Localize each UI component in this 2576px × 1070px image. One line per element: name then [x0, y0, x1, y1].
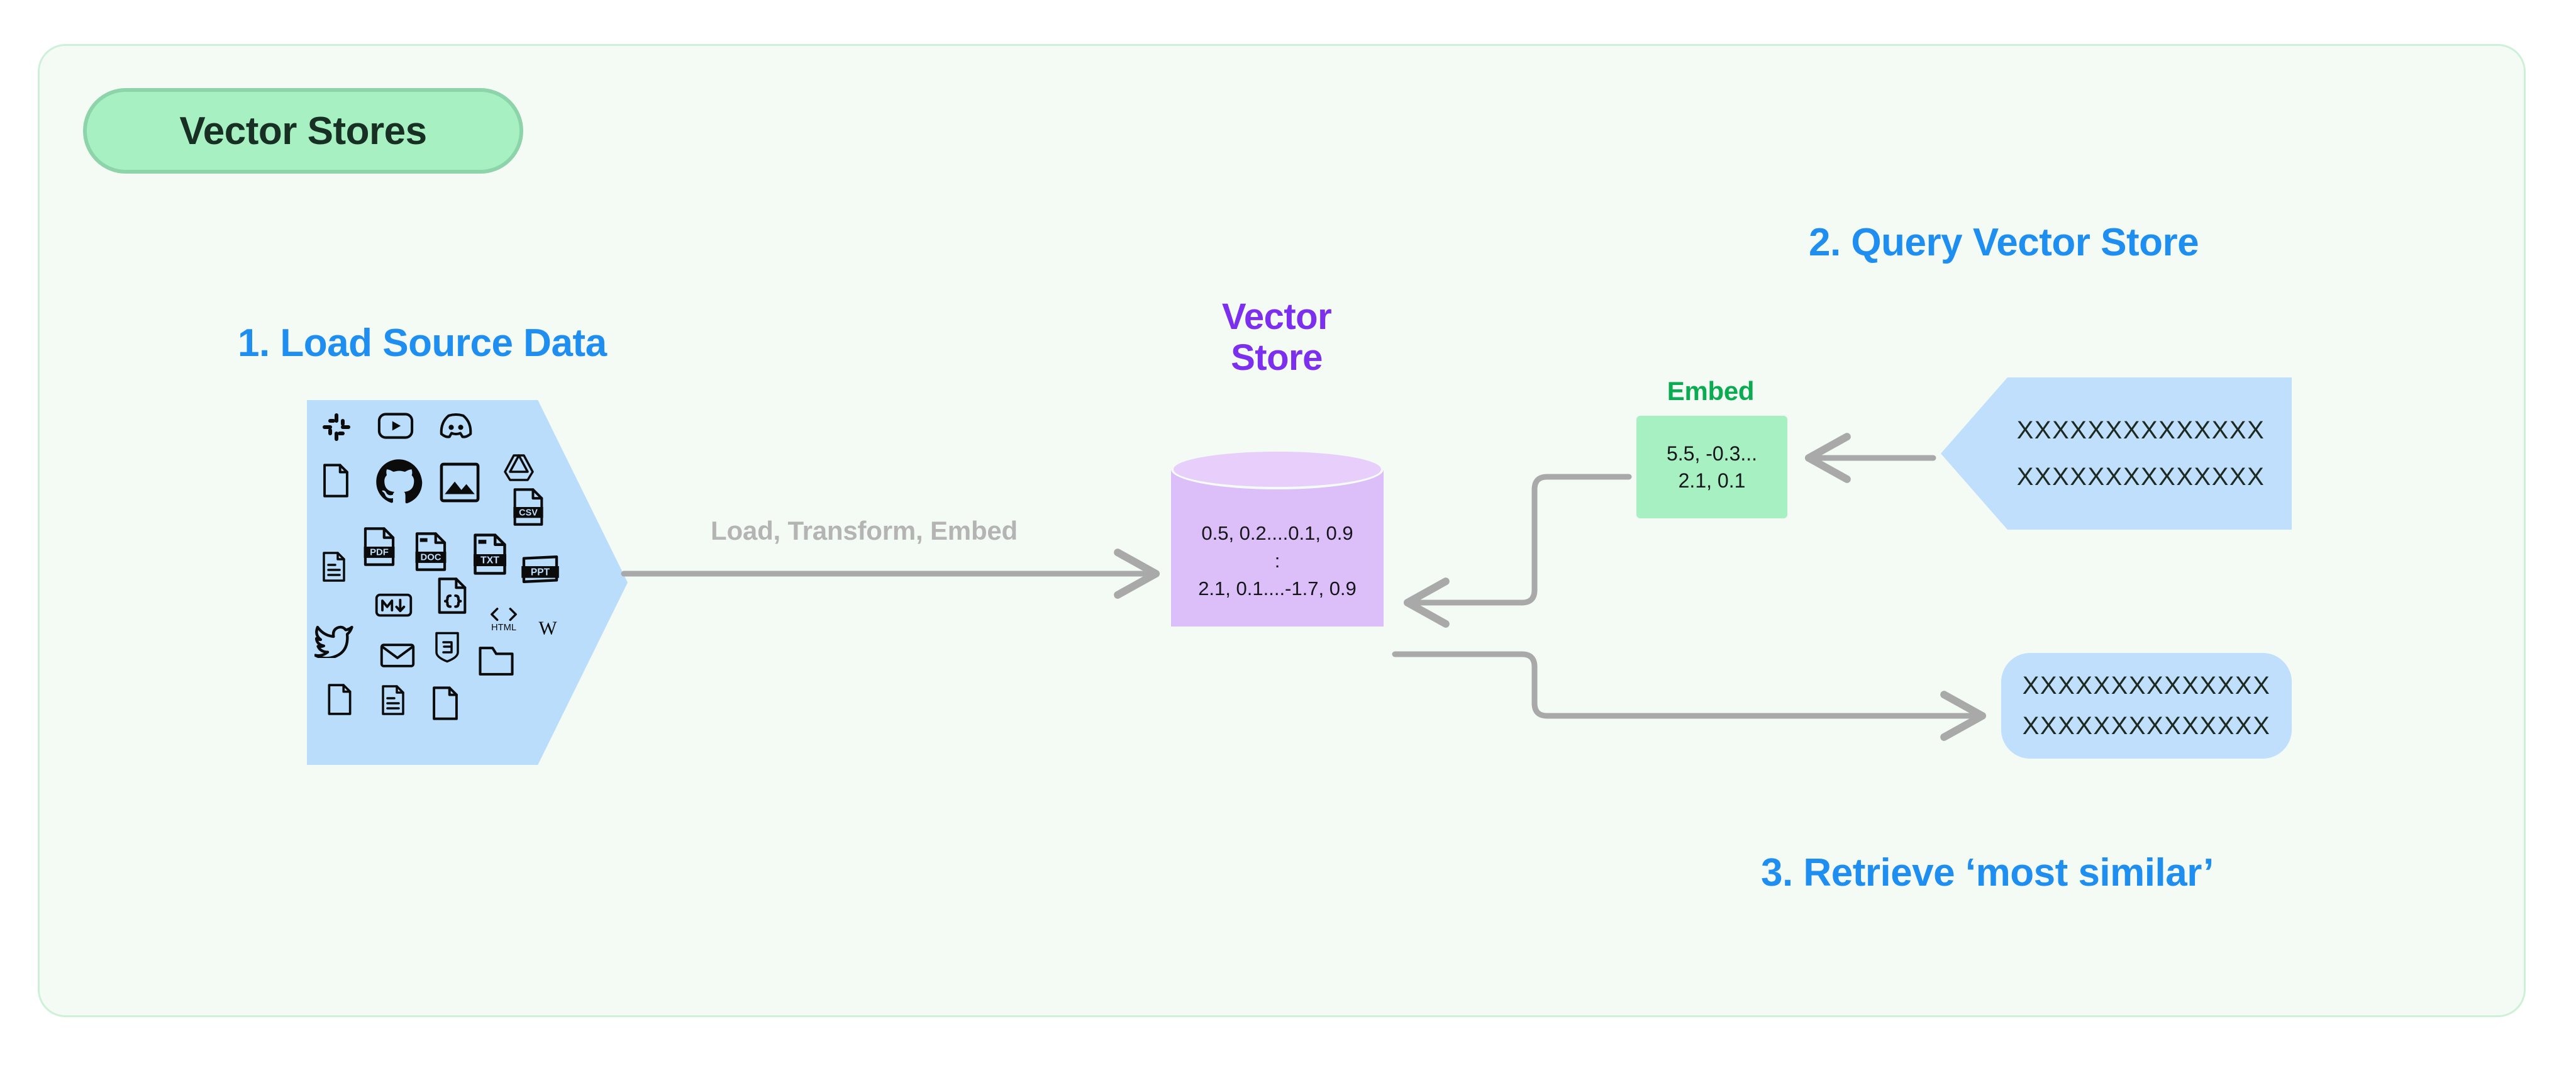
image-icon [439, 462, 480, 503]
cylinder-row-0: 0.5, 0.2....0.1, 0.9 [1201, 522, 1353, 544]
doc-file-icon: DOC [411, 532, 450, 571]
github-icon [375, 458, 423, 506]
svg-text:PPT: PPT [531, 567, 550, 577]
csv-file-icon: CSV [509, 488, 547, 526]
vector-store-heading: Vector Store [1176, 296, 1377, 379]
discord-icon [438, 408, 474, 444]
youtube-icon [377, 408, 414, 444]
svg-text:CSV: CSV [519, 508, 538, 518]
title-badge-label: Vector Stores [179, 109, 427, 153]
wikipedia-icon: W [532, 611, 564, 643]
cylinder-top-ellipse [1171, 449, 1384, 489]
title-badge-vector-stores: Vector Stores [83, 88, 523, 174]
email-icon [380, 638, 415, 673]
query-chevron-background [1941, 377, 2292, 530]
retrieve-line-1: XXXXXXXXXXXXXX [2022, 712, 2271, 740]
query-line-1: XXXXXXXXXXXXXX [2016, 463, 2265, 491]
html-icon: HTML [487, 601, 521, 635]
markdown-icon [375, 586, 413, 624]
vector-store-cylinder: 0.5, 0.2....0.1, 0.9 : 2.1, 0.1....-1.7,… [1171, 449, 1384, 647]
embed-heading: Embed [1667, 376, 1755, 406]
svg-text:TXT: TXT [480, 555, 499, 566]
retrieve-result-box: XXXXXXXXXXXXXX XXXXXXXXXXXXXX [2001, 653, 2292, 759]
query-line-0: XXXXXXXXXXXXXX [2016, 416, 2265, 444]
file-blank3-icon [428, 686, 463, 721]
folder-icon [478, 643, 514, 679]
source-data-shape: CSV PDF DOC TXT PPT [307, 400, 628, 765]
embed-line-0: 5.5, -0.3... [1666, 442, 1758, 465]
retrieve-line-0: XXXXXXXXXXXXXX [2022, 672, 2271, 699]
step-2-heading: 2. Query Vector Store [1809, 221, 2199, 264]
google-drive-icon [503, 452, 535, 483]
json-file-icon [434, 577, 470, 614]
query-text-block: XXXXXXXXXXXXXX XXXXXXXXXXXXXX [2001, 377, 2280, 530]
file-lines2-icon [377, 684, 409, 716]
step-3-heading: 3. Retrieve ‘most similar’ [1761, 851, 2214, 894]
svg-text:HTML: HTML [491, 623, 516, 633]
file-blank2-icon [323, 683, 356, 716]
step-1-heading: 1. Load Source Data [238, 321, 607, 365]
svg-text:W: W [538, 617, 557, 639]
svg-text:PDF: PDF [370, 548, 389, 558]
cylinder-vector-rows: 0.5, 0.2....0.1, 0.9 : 2.1, 0.1....-1.7,… [1171, 520, 1384, 603]
embed-line-1: 2.1, 0.1 [1678, 469, 1746, 492]
vector-store-heading-line2: Store [1231, 337, 1323, 378]
vector-store-heading-line1: Vector [1221, 296, 1332, 337]
query-input-shape: XXXXXXXXXXXXXX XXXXXXXXXXXXXX [1941, 377, 2292, 530]
pipeline-arrow-label: Load, Transform, Embed [711, 516, 1018, 545]
ppt-file-icon: PPT [521, 550, 560, 589]
pdf-file-icon: PDF [360, 527, 399, 566]
source-icon-grid: CSV PDF DOC TXT PPT [307, 400, 628, 765]
slack-icon [321, 411, 352, 443]
embed-vector-box: 5.5, -0.3... 2.1, 0.1 [1636, 416, 1787, 518]
cylinder-row-1: : [1274, 550, 1280, 572]
cylinder-bottom-ellipse [1171, 586, 1384, 627]
file-blank-icon [318, 463, 353, 498]
txt-file-icon: TXT [469, 533, 511, 575]
file-lines-icon [318, 551, 350, 582]
cylinder-row-2: 2.1, 0.1....-1.7, 0.9 [1198, 577, 1357, 600]
twitter-icon [314, 619, 353, 658]
svg-text:DOC: DOC [420, 553, 441, 563]
css3-icon [431, 632, 463, 663]
